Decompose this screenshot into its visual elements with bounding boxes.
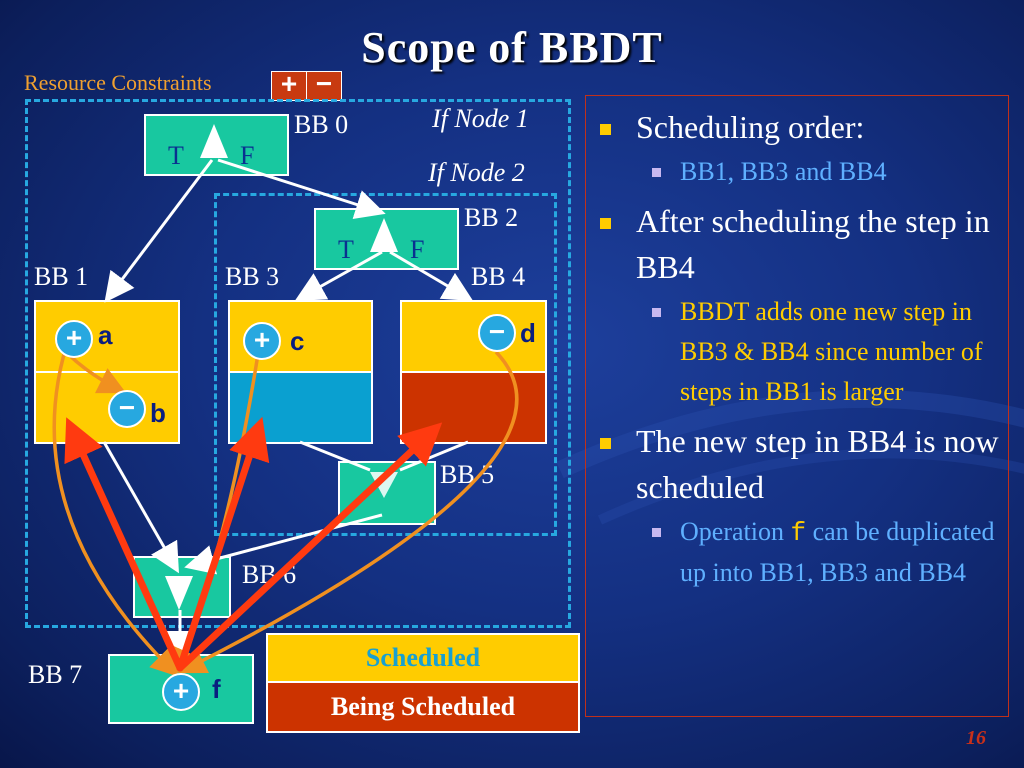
- op-c-plus-icon: +: [243, 322, 281, 360]
- bullet-3-sub-text-c: can be duplicated up into BB1, BB3 and B…: [680, 517, 995, 587]
- bullet-square-icon: [600, 218, 611, 229]
- op-d-minus-icon: −: [478, 314, 516, 352]
- bullet-1: Scheduling order:: [586, 104, 1008, 150]
- bb5-join-triangle: [370, 472, 398, 498]
- bullet-panel: Scheduling order: BB1, BB3 and BB4 After…: [585, 95, 1009, 717]
- bb6-join-triangle: [165, 576, 193, 610]
- op-d-label: d: [520, 318, 536, 348]
- bb4-label: BB 4: [471, 262, 526, 291]
- op-a-label: a: [98, 320, 113, 350]
- bb0-true-label: T: [168, 141, 184, 170]
- legend: Scheduled Being Scheduled: [266, 633, 580, 733]
- bb1-label: BB 1: [34, 262, 89, 291]
- bb0-branch-triangle: [200, 124, 228, 158]
- bullet-3-sub: Operation f can be duplicated up into BB…: [586, 512, 1008, 593]
- sub-bullet-square-icon: [652, 528, 661, 537]
- if-node-2-label: If Node 2: [428, 158, 525, 187]
- page-number: 16: [966, 727, 986, 749]
- op-b-label: b: [150, 398, 166, 428]
- bullet-1-sub: BB1, BB3 and BB4: [586, 152, 1008, 192]
- bullet-square-icon: [600, 438, 611, 449]
- op-a-plus-icon: +: [55, 320, 93, 358]
- bb0-label: BB 0: [294, 110, 349, 139]
- bb5-label: BB 5: [440, 460, 495, 489]
- resource-constraints-label: Resource Constraints: [24, 70, 212, 95]
- op-b-minus-icon: −: [108, 390, 146, 428]
- bb4-step-1: [402, 302, 545, 373]
- resource-minus-icon: −: [306, 70, 342, 101]
- bb2-true-label: T: [338, 235, 354, 264]
- bb7-label: BB 7: [28, 660, 83, 689]
- bullet-square-icon: [600, 124, 611, 135]
- legend-scheduled: Scheduled: [268, 635, 578, 681]
- bullet-2-text: After scheduling the step in BB4: [636, 203, 990, 285]
- bullet-1-sub-text: BB1, BB3 and BB4: [680, 157, 887, 186]
- sub-bullet-square-icon: [652, 308, 661, 317]
- slide-title: Scope of BBDT: [361, 23, 663, 72]
- bullet-3-sub-op-f: f: [790, 518, 807, 548]
- bullet-1-text: Scheduling order:: [636, 109, 865, 145]
- op-c-label: c: [290, 326, 305, 356]
- if-node-1-region: [25, 99, 571, 628]
- bullet-3: The new step in BB4 is now scheduled: [586, 418, 1008, 510]
- legend-being-scheduled: Being Scheduled: [268, 681, 578, 731]
- bullet-2-sub: BBDT adds one new step in BB3 & BB4 sinc…: [586, 292, 1008, 412]
- bb3-label: BB 3: [225, 262, 280, 291]
- bb0-false-label: F: [240, 141, 255, 170]
- bullet-2-sub-text: BBDT adds one new step in BB3 & BB4 sinc…: [680, 297, 983, 406]
- if-node-1-label: If Node 1: [432, 104, 529, 133]
- resource-plus-icon: +: [271, 70, 307, 101]
- bb2-branch-triangle: [370, 218, 398, 252]
- bullet-2: After scheduling the step in BB4: [586, 198, 1008, 290]
- bb2-false-label: F: [410, 235, 425, 264]
- sub-bullet-square-icon: [652, 168, 661, 177]
- bullet-3-sub-text-a: Operation: [680, 517, 791, 546]
- bb2-label: BB 2: [464, 203, 519, 232]
- bb4-block: [400, 300, 547, 444]
- op-f-plus-icon: +: [162, 673, 200, 711]
- bullet-3-text: The new step in BB4 is now scheduled: [636, 423, 999, 505]
- op-f-label: f: [212, 674, 221, 704]
